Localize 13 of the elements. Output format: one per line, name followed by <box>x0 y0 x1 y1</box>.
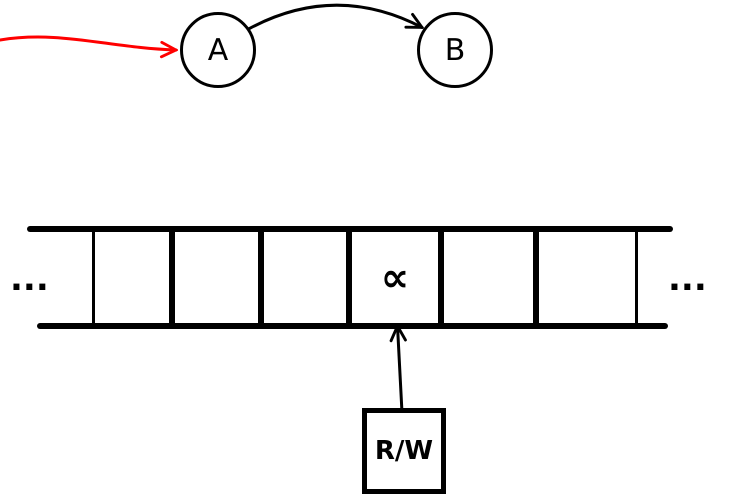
arrow <box>0 36 178 58</box>
tape-cell <box>92 232 172 324</box>
arrow <box>248 4 424 30</box>
read-write-head-box: R/W <box>362 408 446 494</box>
tape-cell <box>261 232 349 324</box>
ellipsis-text: ... <box>668 262 707 296</box>
tape-cell <box>172 232 261 324</box>
state-circle: A <box>180 12 256 88</box>
tape-cell <box>441 232 536 324</box>
state-circle: B <box>417 12 493 88</box>
tape-cell: ∝ <box>349 232 441 324</box>
ellipsis-text: ... <box>10 262 49 296</box>
tape-cell <box>536 232 638 324</box>
